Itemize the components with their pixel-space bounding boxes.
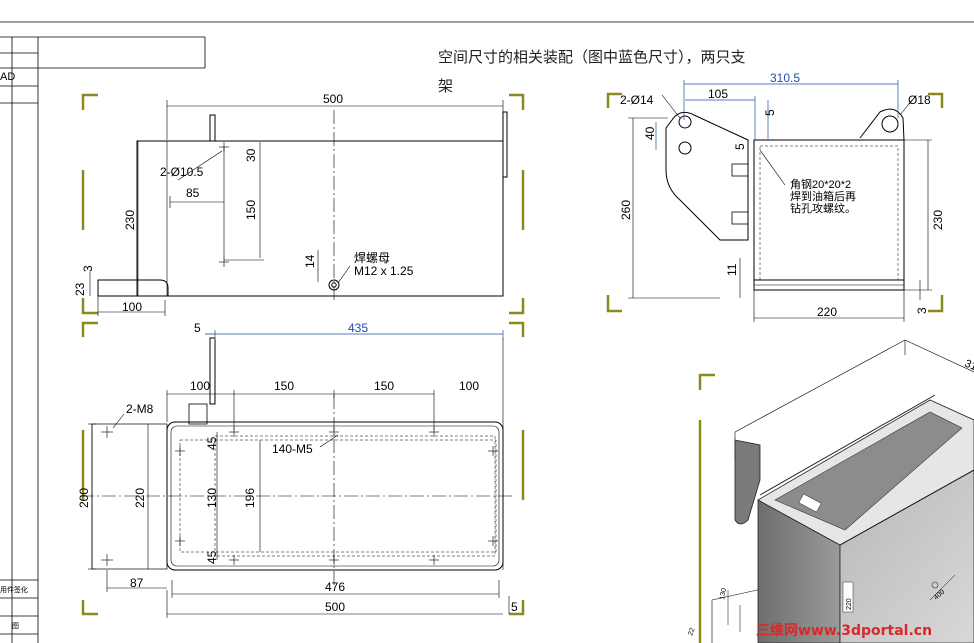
dim-top-476: 476 [325, 580, 345, 594]
dim-top-435: 435 [348, 321, 368, 335]
side-view: 310.5 2-Ø14 105 5 Ø18 40 5 260 230 11 22… [619, 71, 945, 322]
dim-top-100a: 100 [190, 379, 210, 393]
cad-label: AD [0, 71, 15, 83]
side-label-drawing: 图 [12, 622, 19, 630]
dim-front-14: 14 [303, 254, 317, 268]
dim-top-130: 130 [205, 488, 219, 508]
assembly-note-line2: 架 [438, 77, 453, 95]
dim-top-45b: 45 [205, 550, 219, 564]
dim-side-hole14: 2-Ø14 [620, 93, 654, 107]
iso-bracket [734, 439, 761, 525]
top-view: 5 435 100 150 150 100 2-M8 140-M5 45 45 … [77, 321, 518, 618]
dim-top-45a: 45 [205, 436, 219, 450]
dim-front-500: 500 [323, 92, 343, 106]
dim-front-hole: 2-Ø10.5 [160, 165, 204, 179]
view-frames [81, 92, 944, 643]
dim-top-100b: 100 [459, 379, 479, 393]
dim-top-87: 87 [130, 576, 144, 590]
dim-side-105: 105 [708, 87, 728, 101]
weld-nut-label: 焊螺母 [354, 250, 390, 265]
dim-iso-22: 22 [687, 627, 696, 637]
dim-top-196: 196 [243, 488, 257, 508]
weld-nut-size: M12 x 1.25 [354, 264, 414, 278]
dim-front-23: 23 [73, 282, 87, 296]
dim-iso-130: 130 [719, 588, 728, 601]
dim-top-220: 220 [133, 488, 147, 508]
assembly-note-line1: 空间尺寸的相关装配（图中蓝色尺寸），两只支 [438, 48, 746, 66]
dim-iso-220: 220 [846, 598, 853, 610]
dim-side-3: 3 [915, 307, 929, 314]
front-view: 500 30 2-Ø10.5 85 150 230 14 3 23 100 焊螺… [73, 92, 508, 316]
watermark: 三维网www.3dportal.cn [756, 622, 932, 639]
iso-view: 310. 130 220 400 22 三维网www.3dportal.cn [687, 339, 974, 643]
angle-steel-note-1: 角钢20*20*2 [790, 178, 851, 191]
dim-side-11: 11 [725, 263, 739, 276]
dim-top-m5: 140-M5 [272, 442, 313, 456]
dim-top-5: 5 [194, 321, 201, 335]
dim-front-230: 230 [123, 210, 137, 230]
dim-side-5b: 5 [733, 143, 747, 150]
angle-steel-note-2: 焊到油箱后再 [790, 189, 856, 203]
dim-side-18: Ø18 [908, 93, 931, 107]
dim-top-m8: 2-M8 [126, 402, 154, 416]
dim-front-30: 30 [244, 148, 258, 162]
dim-top-150a: 150 [274, 379, 294, 393]
dim-side-260: 260 [619, 200, 633, 220]
side-label-sign: 用件签化 [0, 585, 28, 594]
dim-side-40: 40 [643, 126, 657, 140]
dim-side-5: 5 [763, 109, 777, 116]
dim-front-100: 100 [122, 300, 142, 314]
dim-front-150: 150 [244, 200, 258, 220]
title-block [0, 21, 974, 643]
dim-side-230: 230 [931, 210, 945, 230]
dim-iso-310: 310. [963, 358, 974, 377]
dim-side-3105: 310.5 [770, 71, 800, 85]
dim-top-5b: 5 [511, 600, 518, 614]
dim-front-3: 3 [81, 265, 95, 272]
dim-top-150b: 150 [374, 379, 394, 393]
dim-top-500: 500 [325, 600, 345, 614]
dim-side-220: 220 [817, 305, 837, 319]
dim-top-200: 200 [77, 488, 91, 508]
angle-steel-note-3: 钻孔攻螺纹。 [790, 201, 856, 215]
dim-front-85: 85 [186, 186, 200, 200]
